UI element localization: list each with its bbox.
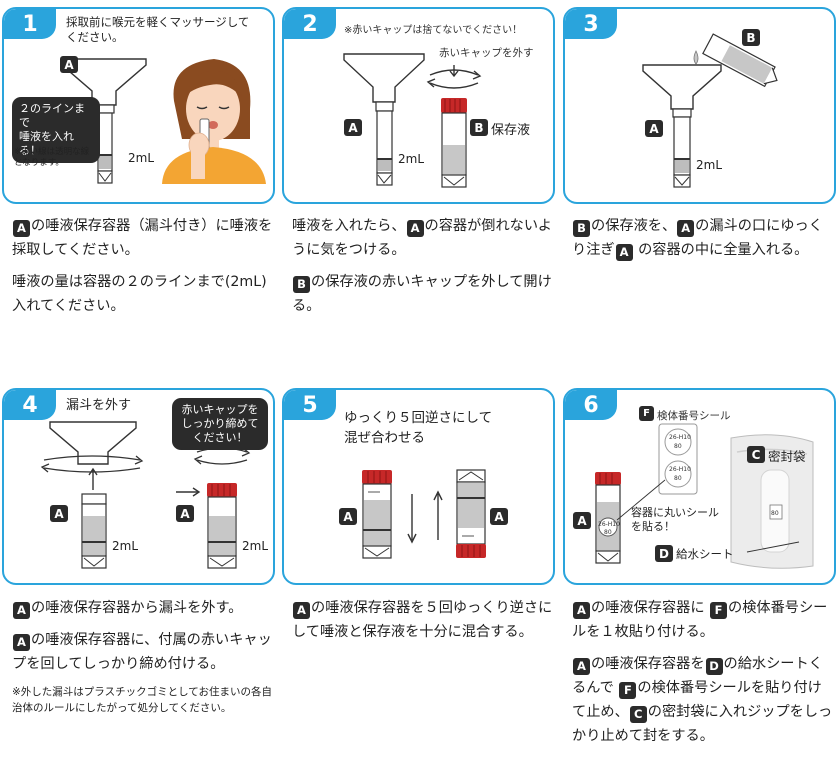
label-a: A (344, 119, 362, 136)
key-a: A (13, 634, 30, 651)
step-1-illustration (61, 58, 266, 184)
step-4-bubble: 赤いキャップを しっかり締めて ください！ (172, 398, 268, 450)
step-4-illustration (40, 421, 251, 569)
step-1-bubble: ２のラインまで 唾液を入れる！ (12, 97, 100, 163)
label-f-text: 検体番号シール (657, 410, 731, 422)
key-a: A (293, 602, 310, 619)
step-2-top-note: ※赤いキャップは捨てないでください！ (344, 25, 523, 36)
step-number: 4 (4, 390, 56, 420)
step-number: 6 (565, 390, 617, 420)
key-a: A (13, 602, 30, 619)
step-5-title: ゆっくり５回逆さにして 混ぜ合わせる (344, 410, 493, 446)
key-a: A (406, 220, 424, 237)
step-6-note: 容器に丸いシール を貼る！ (631, 506, 719, 533)
volume-label: 2mL (242, 539, 269, 553)
label-a: A (60, 56, 78, 73)
step-6-panel: 6 F 検体番号シール 26-H10 80 26-H10 80 C 密封袋 A … (563, 388, 836, 585)
label-b-text: 保存液 (491, 123, 531, 138)
step-3-panel: 3 B A 2mL (563, 7, 836, 204)
step-5-panel: 5 ゆっくり５回逆さにして 混ぜ合わせる A A (282, 388, 555, 585)
step-2-panel: 2 ※赤いキャップは捨てないでください！ 赤いキャップを外す A B 保存液 2… (282, 7, 555, 204)
step-2-cap-note: 赤いキャップを外す (439, 47, 534, 59)
label-d: D (655, 545, 673, 562)
step-5-illustration (362, 469, 486, 559)
desc-paragraph: 唾液の量は容器の２のラインまで(2mL) 入れてください。 (12, 274, 267, 314)
key-a: A (573, 658, 590, 675)
label-b: B (470, 119, 488, 136)
step-number: 2 (284, 9, 336, 39)
label-c-text: 密封袋 (768, 449, 806, 464)
tube-sticker-code: 26-H10 (598, 521, 620, 528)
key-a: A (13, 220, 30, 237)
label-a: A (176, 505, 194, 522)
label-d-text: 給水シート (676, 547, 734, 561)
label-a: A (645, 120, 663, 137)
key-f: F (710, 602, 728, 619)
step-number: 5 (284, 390, 336, 420)
step-4-panel: 4 漏斗を外す 赤いキャップを しっかり締めて ください！ A A 2mL 2m… (2, 388, 275, 585)
step-6-illustration (595, 423, 814, 569)
step-1-instruction: 採取前に喉元を軽くマッサージして ください。 (66, 15, 250, 44)
sticker-number: 80 (674, 475, 682, 482)
disposal-note: ※外した漏斗はプラスチックゴミとしてお住まいの各自治体のルールにしたがって処分し… (12, 686, 272, 714)
sticker-code: 26-H10 (669, 434, 691, 441)
key-a: A (677, 220, 695, 237)
volume-label: 2mL (128, 151, 155, 165)
label-a: A (490, 508, 508, 525)
key-d: D (705, 658, 723, 675)
step-number: 1 (4, 9, 56, 39)
volume-label: 2mL (398, 152, 425, 166)
step-4-title: 漏斗を外す (66, 398, 132, 413)
label-c: C (747, 446, 765, 463)
key-a: A (615, 244, 633, 261)
label-f: F (639, 406, 654, 421)
label-a: A (573, 512, 591, 529)
step-number: 3 (565, 9, 617, 39)
key-f: F (619, 682, 637, 699)
key-b: B (573, 220, 590, 237)
label-a: A (339, 508, 357, 525)
sticker-number: 80 (674, 443, 682, 450)
step-1-small-note: ※黒い線は透明な線 となります。 (14, 147, 90, 168)
sticker-code: 26-H10 (669, 466, 691, 473)
tube-sticker-number: 80 (604, 529, 612, 536)
label-b: B (742, 29, 760, 46)
step-1-panel: 1 採取前に喉元を軽くマッサージして ください。 A ２のラインまで 唾液を入れ… (2, 7, 275, 204)
volume-label: 2mL (696, 158, 723, 172)
step-2-illustration (343, 53, 482, 188)
step-3-illustration (642, 33, 778, 188)
volume-label: 2mL (112, 539, 139, 553)
key-b: B (293, 276, 310, 293)
bag-sticker-number: 80 (771, 510, 779, 517)
key-c: C (629, 706, 647, 723)
label-a: A (50, 505, 68, 522)
key-a: A (573, 602, 590, 619)
